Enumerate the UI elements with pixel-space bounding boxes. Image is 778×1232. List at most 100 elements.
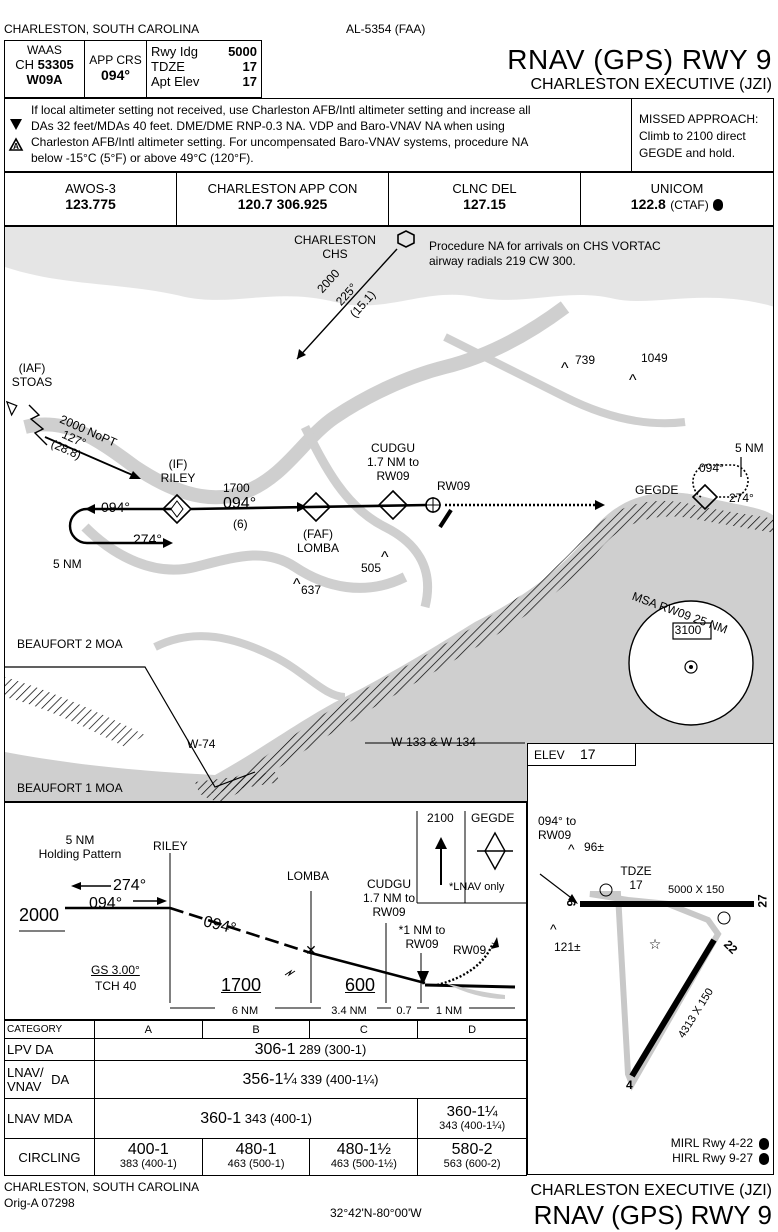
chart-id: AL-5354 (FAA) bbox=[346, 22, 426, 36]
lnav-main: 360-1 bbox=[200, 1109, 242, 1127]
dist-0-7: 0.7 bbox=[391, 1005, 417, 1017]
airport-diagram: ELEV 17 ☆ ^ ^ 094° to RW09 96± 121± TDZE… bbox=[527, 743, 774, 1175]
profile-riley: RILEY bbox=[153, 839, 188, 853]
segment-altitude: 1700 bbox=[223, 481, 250, 495]
circ-main: 480-1½ bbox=[336, 1141, 391, 1158]
rwy-ldg-label: Rwy Idg bbox=[151, 44, 198, 59]
gegde-outbound: 094° bbox=[699, 461, 724, 475]
comms-box: AWOS-3 123.775 CHARLESTON APP CON 120.7 … bbox=[4, 172, 774, 226]
elev-box: ELEV 17 bbox=[528, 744, 636, 766]
notes-box: A If local altimeter setting not receive… bbox=[4, 98, 774, 172]
hold-length: 5 NM bbox=[53, 557, 82, 571]
missed-alt-icon-label: 2100 bbox=[427, 811, 454, 825]
glideslope: GS 3.00° bbox=[91, 963, 140, 977]
cudgu-name: CUDGU bbox=[371, 441, 415, 455]
diag-course-rw: RW09 bbox=[538, 828, 572, 842]
lnav-minimums-abc: 360-1 343 (400-1) bbox=[93, 1098, 419, 1139]
lnav-sub: 343 (400-1) bbox=[244, 1110, 312, 1126]
gegde-name: GEGDE bbox=[635, 483, 679, 497]
lomba-name: LOMBA bbox=[296, 541, 339, 555]
lpv-main: 306-1 bbox=[254, 1040, 296, 1058]
cat-a: A bbox=[93, 1020, 203, 1039]
w133-label: W-133 & W-134 bbox=[391, 735, 476, 749]
profile-cudgu-dist: 1.7 NM to bbox=[362, 891, 416, 905]
chs-name: CHARLESTON bbox=[294, 233, 376, 247]
obstacle-505: 505 bbox=[361, 561, 382, 575]
svg-text:A: A bbox=[13, 142, 19, 151]
rwy-9-label: 9 bbox=[564, 899, 579, 907]
profile-view: ✕ 5 NM Holding Pattern RILEY LOMBA CUDGU… bbox=[4, 802, 527, 1020]
if-label: (IF) bbox=[168, 457, 188, 471]
circ-main: 480-1 bbox=[235, 1141, 277, 1158]
comm-freq: 122.8 bbox=[630, 196, 666, 212]
lnav-vnav-label-1: LNAV/ bbox=[7, 1064, 44, 1080]
profile-alt-1700: 1700 bbox=[221, 975, 262, 995]
plan-view-graphic: ^ ^ ^ ^ bbox=[5, 227, 773, 801]
hold-inbound-course: 274° bbox=[133, 531, 162, 547]
svg-text:✕: ✕ bbox=[305, 942, 317, 958]
svg-text:^: ^ bbox=[381, 549, 389, 566]
profile-hold-pattern: Holding Pattern bbox=[38, 847, 122, 861]
lnav-d-sub: 343 (400-1¼) bbox=[439, 1119, 506, 1132]
comm-app-con: CHARLESTON APP CON 120.7 306.925 bbox=[177, 173, 389, 225]
circ-sub: 463 (500-1) bbox=[227, 1158, 285, 1170]
app-crs-label: APP CRS bbox=[89, 53, 142, 67]
iaf-label: (IAF) bbox=[18, 361, 46, 375]
cat-d: D bbox=[417, 1020, 527, 1039]
circling-label: CIRCLING bbox=[4, 1138, 95, 1176]
ctaf-icon bbox=[713, 198, 724, 211]
dist-6nm: 6 NM bbox=[215, 1005, 275, 1017]
elev-label: ELEV bbox=[534, 748, 565, 762]
one-nm-rw: RW09 bbox=[405, 937, 439, 951]
obstacle-121: 121± bbox=[554, 940, 581, 954]
lnav-mda-label: LNAV MDA bbox=[4, 1098, 95, 1139]
missed-approach-line3: GEGDE and hold. bbox=[639, 146, 736, 160]
profile-lomba: LOMBA bbox=[287, 869, 330, 883]
comm-awos: AWOS-3 123.775 bbox=[5, 173, 177, 225]
hirl-note: HIRL Rwy 9-27 bbox=[672, 1151, 753, 1165]
lpv-sub: 289 (300-1) bbox=[299, 1041, 367, 1057]
plan-view: ^ ^ ^ ^ CHARLESTON CHS Procedure NA for … bbox=[4, 226, 774, 802]
comm-freq: 120.7 306.925 bbox=[237, 196, 328, 212]
lnav-only-note: *LNAV only bbox=[449, 881, 505, 893]
note-line-2: DAs 32 feet/MDAs 40 feet. DME/DME RNP-0.… bbox=[31, 119, 505, 133]
comm-clnc-del: CLNC DEL 127.15 bbox=[389, 173, 581, 225]
dist-3-4nm: 3.4 NM bbox=[321, 1005, 377, 1017]
apt-elev-value: 17 bbox=[242, 74, 257, 89]
hold-outbound-course: 094° bbox=[101, 499, 130, 515]
mirl-note: MIRL Rwy 4-22 bbox=[670, 1136, 753, 1150]
app-crs-value: 094° bbox=[101, 67, 130, 83]
lnav-vnav-da: DA bbox=[51, 1071, 70, 1087]
airport-diagram-graphic: ☆ ^ ^ bbox=[539, 841, 754, 1091]
profile-hold-length: 5 NM bbox=[65, 833, 95, 847]
obstacle-96: 96± bbox=[584, 840, 604, 854]
footer-title: RNAV (GPS) RWY 9 bbox=[533, 1200, 772, 1230]
diag-tdze-label: TDZE bbox=[620, 864, 652, 878]
proc-na-line1: Procedure NA for arrivals on CHS VORTAC bbox=[429, 239, 661, 253]
proc-na-line2: airway radials 219 CW 300. bbox=[429, 254, 576, 268]
lpv-minimums: 306-1 289 (300-1) bbox=[93, 1038, 528, 1061]
note-line-4: below -15°C (5°F) or above 49°C (120°F). bbox=[31, 151, 254, 165]
profile-cudgu-rw: RW09 bbox=[372, 905, 406, 919]
minimums-table: CATEGORY A B C D LPV DA 306-1 289 (300-1… bbox=[4, 1020, 528, 1176]
segment-distance: (6) bbox=[233, 517, 248, 531]
comm-name: AWOS-3 bbox=[65, 181, 116, 196]
footer-airport: CHARLESTON EXECUTIVE (JZI) bbox=[530, 1182, 772, 1199]
svg-text:^: ^ bbox=[568, 841, 575, 857]
rwy-4-label: 4 bbox=[626, 1078, 633, 1092]
lnav-vnav-label: LNAV/VNAV DA bbox=[4, 1060, 95, 1099]
one-nm-to: *1 NM to bbox=[398, 923, 446, 937]
rwy-9-27-dimensions: 5000 X 150 bbox=[668, 884, 725, 896]
lighting-icon bbox=[759, 1153, 769, 1165]
lnav-vnav-sub: 339 (400-1¼) bbox=[300, 1071, 379, 1087]
tch: TCH 40 bbox=[95, 979, 137, 993]
circ-main: 400-1 bbox=[127, 1141, 169, 1158]
footer-amendment: Orig-A 07298 bbox=[4, 1196, 75, 1210]
footer-coords: 32°42'N-80°00'W bbox=[330, 1206, 422, 1220]
lnav-d-main: 360-1¼ bbox=[446, 1102, 498, 1120]
lnav-vnav-main: 356-1¼ bbox=[242, 1070, 297, 1088]
comm-name: CLNC DEL bbox=[452, 181, 517, 196]
